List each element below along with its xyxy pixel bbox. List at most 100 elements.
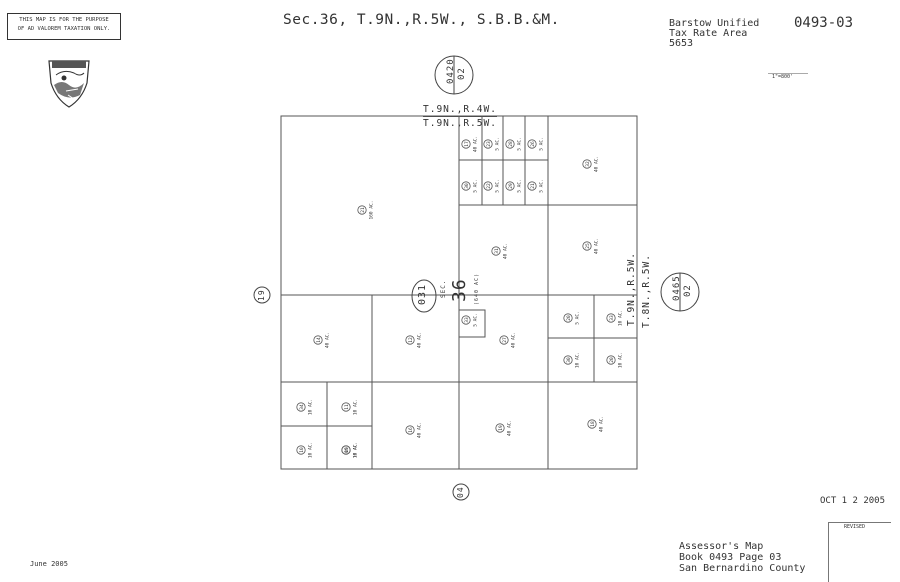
scale-bar: [768, 73, 808, 80]
parcel-acreage: 10 AC.: [575, 352, 581, 368]
parcel-acreage: 40 AC.: [503, 243, 509, 259]
parcel-number-circle: [296, 445, 306, 455]
parcel-acreage: 10 AC.: [618, 352, 624, 368]
book-ref-left-circle: [253, 286, 271, 304]
parcel-number: 30: [464, 183, 470, 189]
scale-label: 1"=800': [772, 74, 794, 80]
section-number: 36: [449, 278, 470, 302]
parcel-number-circle: [587, 419, 597, 429]
parcel-acreage: 5 AC.: [575, 311, 581, 325]
parcel-number-circle: [357, 205, 367, 215]
parcel-number-circle: [606, 313, 616, 323]
section-area: (640 AC): [474, 272, 480, 305]
parcel-number: 20: [566, 315, 572, 321]
parcel-acreage: 5 AC.: [495, 137, 501, 151]
parcel-number: 12: [408, 337, 414, 343]
parcel-number: 11: [344, 404, 350, 410]
book-ref-center: 031: [417, 283, 428, 305]
map-code: 0493-03: [794, 15, 854, 31]
parcel-number: 20: [609, 357, 615, 363]
parcel-number: 09: [344, 447, 350, 453]
book-ref-top-page: 0420: [446, 58, 456, 84]
parcel-number-circle: [499, 335, 509, 345]
parcel-number: 33: [464, 317, 470, 323]
parcel-number-circle: [461, 139, 471, 149]
tax-district: Barstow Unified Tax Rate Area 5653: [669, 19, 759, 49]
parcel-acreage: 10 AC.: [308, 442, 314, 458]
parcel-number-circle: [563, 355, 573, 365]
parcel-number: 16: [408, 427, 414, 433]
parcel-number-circle: [483, 139, 493, 149]
parcel-acreage: 40 AC.: [507, 420, 513, 436]
parcel-acreage: 5 AC.: [495, 179, 501, 193]
section-label: SEC.: [440, 279, 447, 298]
parcel-number: 21: [530, 183, 536, 189]
parcel-number-circle: [582, 159, 592, 169]
parcel-acreage: 5 AC.: [517, 179, 523, 193]
parcel-number: 28: [508, 141, 514, 147]
date-stamp: OCT 1 2 2005: [820, 496, 886, 506]
parcel-acreage: 40 AC.: [417, 332, 423, 348]
parcel-number: 34: [299, 404, 305, 410]
book-ref-left: 19: [257, 289, 266, 301]
parcel-acreage: 40 AC.: [594, 156, 600, 172]
parcel-number: 10: [299, 447, 305, 453]
parcel-number-circle: [527, 139, 537, 149]
district-tra-number: 5653: [669, 38, 694, 49]
parcel-number-circle: [505, 139, 515, 149]
parcel-number-circle: [461, 181, 471, 191]
footer-line-3: San Bernardino County: [679, 563, 806, 574]
parcel-acreage: 10 AC.: [308, 399, 314, 415]
parcel-number: 21: [360, 207, 366, 213]
parcel-number: 17: [464, 141, 470, 147]
book-ref-bottom: 04: [456, 486, 465, 498]
taxation-notice: THIS MAP IS FOR THE PURPOSE OF AD VALORE…: [7, 13, 121, 40]
parcel-number: 18: [590, 421, 596, 427]
parcel-acreage: 40 AC.: [511, 332, 517, 348]
parcel-number-circle: [405, 335, 415, 345]
notice-line-1: THIS MAP IS FOR THE PURPOSE: [19, 17, 109, 23]
parcel-number-circle: [505, 181, 515, 191]
assessor-footer: Assessor's Map Book 0493 Page 03 San Ber…: [679, 541, 805, 574]
parcel-lines: [280, 115, 638, 470]
parcel-acreage: 5 AC.: [473, 313, 479, 327]
parcel-acreage: 40 AC.: [325, 332, 331, 348]
map-title: Sec.36, T.9N.,R.5W., S.B.B.&M.: [283, 12, 560, 28]
book-ref-center-circle: [411, 279, 437, 313]
parcel-acreage: 5 AC.: [473, 179, 479, 193]
parcel-acreage: 10 AC.: [353, 442, 359, 458]
parcel-number: 19: [498, 425, 504, 431]
parcel-number-circle: [582, 241, 592, 251]
parcel-acreage: 10 AC.: [618, 310, 624, 326]
parcel-number: 29: [508, 183, 514, 189]
parcel-number: 15: [344, 447, 350, 453]
footer-line-2: Book 0493 Page 03: [679, 552, 782, 563]
parcel-number-circle: [527, 181, 537, 191]
parcel-number: 26: [530, 141, 536, 147]
book-ref-right-page: 0465: [672, 275, 682, 301]
parcel-number: 31: [494, 248, 500, 254]
parcel-number: 14: [316, 337, 322, 343]
parcel-number: 27: [502, 337, 508, 343]
parcel-number: 22: [486, 183, 492, 189]
parcel-number-circle: [491, 246, 501, 256]
parcel-acreage: 40 AC.: [594, 238, 600, 254]
parcel-number: 23: [486, 141, 492, 147]
notice-line-2: OF AD VALOREM TAXATION ONLY.: [17, 26, 111, 32]
book-ref-top-sub: 02: [457, 67, 467, 80]
parcel-number-circle: [341, 445, 351, 455]
footer-line-1: Assessor's Map: [679, 541, 764, 552]
book-ref-right-sub: 02: [683, 284, 693, 297]
parcel-number: 33: [609, 315, 615, 321]
parcel-number-circle: [495, 423, 505, 433]
parcel-acreage: 40 AC.: [473, 136, 479, 152]
parcel-acreage: 5 AC.: [539, 137, 545, 151]
parcel-acreage: 10 AC.: [353, 399, 359, 415]
parcel-acreage: 160 AC.: [369, 201, 375, 220]
revised-box: [828, 522, 891, 582]
parcel-number-circle: [405, 425, 415, 435]
parcel-number: 30: [566, 357, 572, 363]
book-ref-bottom-circle: [452, 483, 470, 501]
